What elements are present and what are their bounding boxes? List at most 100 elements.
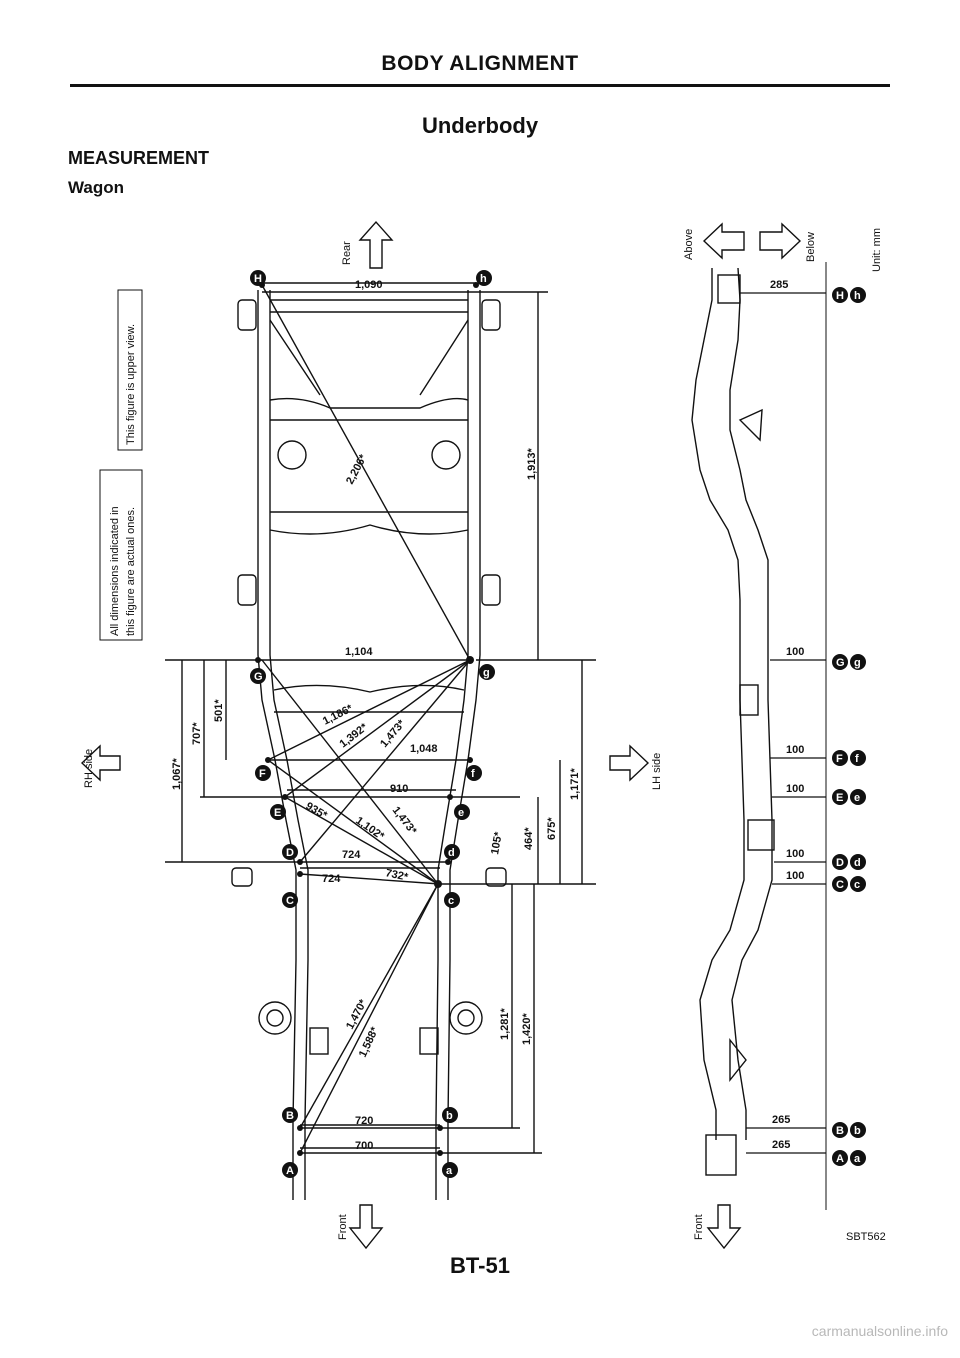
side-point-B: B — [836, 1125, 844, 1137]
point-markers-lh: h g f e d c b a — [442, 270, 495, 1178]
actual-dims-note-line2: this figure are actual ones. — [125, 507, 137, 636]
crossmember-g — [273, 684, 465, 713]
above-arrow-icon — [702, 222, 745, 260]
dim-d-to-c-diag: 105* — [489, 830, 505, 855]
lh-mount-front — [449, 1001, 483, 1035]
side-point-G: G — [836, 657, 845, 669]
upper-view-note-box — [117, 289, 143, 451]
dim-bb: 720 — [355, 1115, 373, 1127]
point-a: a — [446, 1165, 453, 1177]
point-h: h — [480, 273, 487, 285]
point-B: B — [286, 1110, 294, 1122]
point-e: e — [458, 807, 464, 819]
measurement-points — [255, 282, 479, 1156]
side-point-a: a — [854, 1153, 861, 1165]
point-d: d — [448, 847, 455, 859]
front-label-left: Front — [337, 1214, 349, 1240]
side-dim-e: 100 — [786, 783, 804, 795]
side-dim-c: 100 — [786, 870, 804, 882]
lh-bracket — [481, 574, 501, 606]
rear-label: Rear — [341, 241, 353, 265]
rh-bracket — [237, 574, 257, 606]
rear-crossmember — [270, 299, 468, 313]
point-g: g — [483, 667, 490, 679]
below-arrow-icon — [759, 222, 802, 260]
side-point-C: C — [836, 879, 844, 891]
page-title: Underbody — [421, 113, 539, 138]
side-point-c: c — [854, 879, 860, 891]
lh-side-arrow-icon — [609, 744, 650, 782]
dim-gg: 1,104 — [345, 646, 373, 658]
side-point-A: A — [836, 1153, 844, 1165]
side-point-F: F — [836, 753, 843, 765]
side-dim-g: 100 — [786, 646, 804, 658]
side-point-d: d — [854, 857, 861, 869]
point-markers-rh: H G F E D C B A — [250, 270, 298, 1178]
side-view-frame-top — [691, 268, 745, 1140]
actual-dims-note-line1: All dimensions indicated in — [109, 506, 121, 636]
rear-brace — [269, 319, 469, 396]
dim-cg: 1,473* — [390, 804, 419, 837]
point-E: E — [274, 807, 281, 819]
rh-side-label: RH side — [83, 749, 95, 788]
dim-g-to-c: 1,067* — [171, 757, 183, 790]
point-f: f — [471, 768, 475, 780]
crossmember-1 — [269, 397, 469, 421]
dim-c-to-b: 1,281* — [499, 1007, 511, 1040]
page-number: BT-51 — [450, 1253, 510, 1278]
section-header: BODY ALIGNMENT — [381, 52, 579, 75]
front-arrow-right-icon — [706, 1204, 742, 1250]
point-D: D — [286, 847, 294, 859]
side-point-h: h — [854, 290, 861, 302]
dim-cc: 724 — [322, 873, 341, 885]
point-A: A — [286, 1165, 294, 1177]
dim-aa: 700 — [355, 1140, 373, 1152]
lh-frame-rail — [447, 290, 481, 1200]
dim-ce: 935* — [304, 800, 330, 822]
side-point-H: H — [836, 290, 844, 302]
dim-ca: 1,470* — [344, 997, 370, 1031]
variant-label: Wagon — [68, 178, 125, 197]
unit-label: Unit: mm — [871, 228, 883, 272]
rear-arrow-icon — [358, 220, 394, 269]
side-point-e: e — [854, 792, 860, 804]
lh-side-label: LH side — [651, 753, 663, 790]
actual-dims-note-box — [99, 469, 143, 641]
lh-frame-rail-inner — [435, 290, 469, 1200]
dim-ff: 1,048 — [410, 743, 438, 755]
dim-h-rear: 1,913* — [526, 447, 538, 480]
dim-hh: 1,090 — [355, 279, 383, 291]
dim-dd: 724 — [342, 849, 361, 861]
dim-cb: 1,588* — [357, 1025, 382, 1060]
side-point-E: E — [836, 792, 843, 804]
side-point-b: b — [854, 1125, 861, 1137]
rh-frame-rail-inner — [269, 290, 309, 1200]
side-dim-b: 265 — [772, 1114, 790, 1126]
side-point-g: g — [854, 657, 861, 669]
point-H: H — [254, 273, 262, 285]
upper-view-note: This figure is upper view. — [125, 324, 137, 445]
side-view-frame-bottom — [729, 267, 773, 1140]
side-point-markers: H h G g F f E e D d C c B b A a — [832, 287, 866, 1166]
header-rule — [70, 84, 890, 87]
dim-g-to-c-lh: 1,171* — [569, 767, 581, 800]
dim-hg: 2,206* — [344, 452, 370, 486]
dim-e-to-c: 675* — [546, 817, 558, 840]
point-c: c — [448, 895, 454, 907]
dim-d-to-c: 464* — [523, 827, 535, 850]
rh-mount-front — [258, 1001, 292, 1035]
dim-c-to-a: 1,420* — [521, 1012, 533, 1045]
point-F: F — [259, 768, 266, 780]
below-label: Below — [805, 232, 817, 262]
rh-frame-rail — [257, 290, 297, 1200]
dim-cd: 732* — [384, 867, 409, 884]
crossmember-2 — [269, 511, 469, 535]
side-dim-d: 100 — [786, 848, 804, 860]
front-arrow-icon — [348, 1204, 384, 1250]
point-G: G — [254, 671, 263, 683]
rh-mount-rear — [277, 440, 307, 470]
side-dim-h: 285 — [770, 279, 788, 291]
front-label-right: Front — [693, 1214, 705, 1240]
section-subtitle: MEASUREMENT — [68, 148, 210, 168]
